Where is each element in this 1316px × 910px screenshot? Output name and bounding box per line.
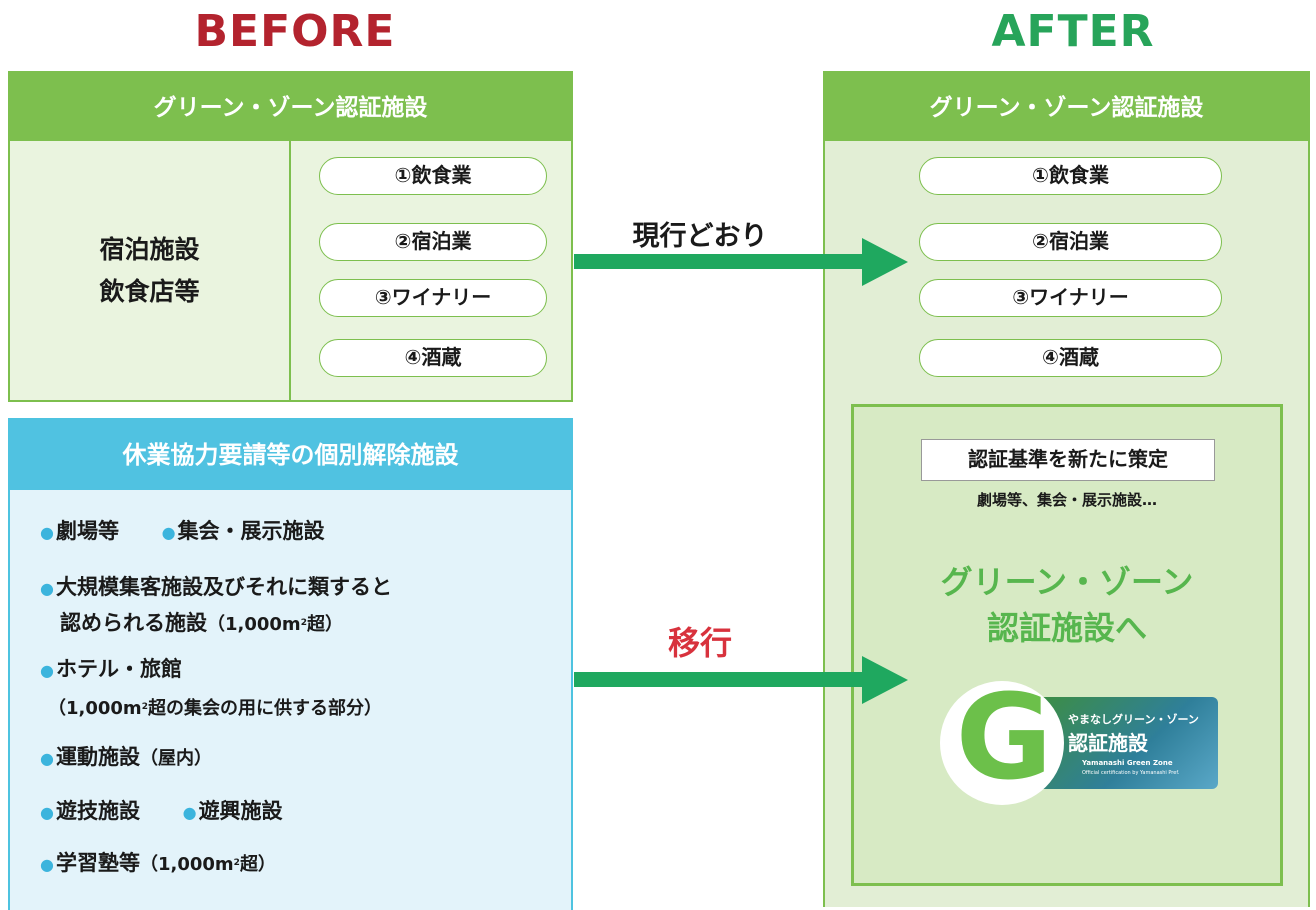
move-arrow-head: [862, 656, 908, 704]
list-item-cram-school: ●学習塾等（1,000m2超）: [40, 848, 276, 880]
item-sports-a: 運動施設: [55, 745, 140, 769]
before-title: BEFORE: [194, 6, 396, 57]
new-standard-label: 認証基準を新たに策定: [921, 439, 1215, 481]
new-standard-box: 認証基準を新たに策定 劇場等、集会・展示施設… グリーン・ゾーン 認証施設へ や…: [851, 404, 1283, 886]
item-large-line2b: （1,000m: [207, 614, 301, 635]
bullet-icon: ●: [40, 579, 54, 598]
before-pill-winery: ③ワイナリー: [319, 279, 547, 317]
after-pill-restaurant: ①飲食業: [919, 157, 1222, 195]
item-sports-b: （屋内）: [139, 748, 212, 769]
sup-two: 2: [141, 702, 148, 712]
before-certified-header: グリーン・ゾーン認証施設: [10, 73, 571, 141]
category-line-restaurants: 飲食店等: [99, 276, 200, 306]
sup-two: 2: [233, 858, 240, 868]
current-arrow: [574, 238, 908, 286]
move-arrow: [574, 656, 908, 704]
bullet-icon: ●: [182, 803, 197, 822]
logo-text-en2: Official certification by Yamanashi Pref…: [1082, 770, 1180, 776]
list-item-amusement: ●遊技施設 ●遊興施設: [40, 796, 283, 828]
new-standard-subtext: 劇場等、集会・展示施設…: [976, 491, 1157, 509]
item-hotel-sub-a: （1,000m: [48, 698, 142, 719]
release-facilities-box: 休業協力要請等の個別解除施設 ●劇場等 ●集会・展示施設 ●大規模集客施設及びそ…: [8, 418, 573, 910]
before-certified-box: グリーン・ゾーン認証施設 宿泊施設 飲食店等 ①飲食業 ②宿泊業 ③ワイナリー …: [8, 71, 573, 402]
logo-g-backing: [940, 681, 1064, 805]
move-arrow-shaft: [574, 672, 864, 687]
logo-text-line2: 認証施設: [1068, 731, 1148, 755]
move-arrow-label: 移行: [667, 624, 732, 662]
list-item-hotel: ●ホテル・旅館: [40, 654, 182, 686]
current-arrow-head: [862, 238, 908, 286]
item-hotel-sub-b: 超の集会の用に供する部分）: [147, 698, 382, 719]
current-arrow-shaft: [574, 254, 864, 269]
after-pill-lodging: ②宿泊業: [919, 223, 1222, 261]
list-item-large-facility-cont: 認められる施設（1,000m2超）: [60, 608, 343, 640]
before-pill-restaurant: ①飲食業: [319, 157, 547, 195]
after-pill-winery: ③ワイナリー: [919, 279, 1222, 317]
item-cram-c: 超）: [239, 854, 276, 875]
bullet-icon: ●: [40, 855, 54, 874]
list-item-sports: ●運動施設（屋内）: [40, 742, 212, 774]
to-green-zone-text: グリーン・ゾーン 認証施設へ: [854, 559, 1280, 651]
logo-g-letter: G: [955, 668, 1053, 806]
item-theater: 劇場等: [55, 519, 119, 543]
to-gz-line2: 認証施設へ: [986, 609, 1147, 647]
before-pill-brewery: ④酒蔵: [319, 339, 547, 377]
current-arrow-label: 現行どおり: [632, 221, 768, 252]
to-gz-line1: グリーン・ゾーン: [940, 563, 1194, 601]
bullet-icon: ●: [40, 661, 54, 680]
after-pill-brewery: ④酒蔵: [919, 339, 1222, 377]
bullet-icon: ●: [40, 803, 54, 822]
bullet-icon: ●: [161, 523, 176, 542]
item-entertainment: 遊興施設: [198, 799, 283, 823]
list-item-hotel-sub: （1,000m2超の集会の用に供する部分）: [48, 692, 382, 724]
item-assembly: 集会・展示施設: [177, 519, 325, 543]
bullet-icon: ●: [40, 523, 54, 542]
item-cram-a: 学習塾等: [55, 851, 140, 875]
before-category-label: 宿泊施設 飲食店等: [10, 141, 291, 400]
green-zone-logo: やまなしグリーン・ゾーン 認証施設 Yamanashi Green Zone O…: [932, 668, 1222, 807]
item-large-line2c: 超）: [306, 614, 343, 635]
list-item-theater-assembly: ●劇場等 ●集会・展示施設: [40, 516, 325, 548]
logo-text-line1: やまなしグリーン・ゾーン: [1068, 713, 1199, 726]
bullet-icon: ●: [40, 749, 54, 768]
item-amusement: 遊技施設: [55, 799, 140, 823]
item-hotel: ホテル・旅館: [55, 657, 182, 681]
sup-two: 2: [300, 618, 307, 628]
category-line-lodging: 宿泊施設: [99, 234, 200, 264]
item-large-line1: 大規模集客施設及びそれに類すると: [55, 575, 392, 599]
release-facilities-header: 休業協力要請等の個別解除施設: [10, 420, 571, 490]
after-certified-header: グリーン・ゾーン認証施設: [825, 73, 1308, 141]
logo-text-en1: Yamanashi Green Zone: [1082, 759, 1173, 767]
item-large-line2a: 認められる施設: [60, 611, 207, 635]
after-title: AFTER: [991, 6, 1155, 57]
before-pill-lodging: ②宿泊業: [319, 223, 547, 261]
item-cram-b: （1,000m: [139, 854, 234, 875]
list-item-large-facility: ●大規模集客施設及びそれに類すると: [40, 572, 392, 604]
